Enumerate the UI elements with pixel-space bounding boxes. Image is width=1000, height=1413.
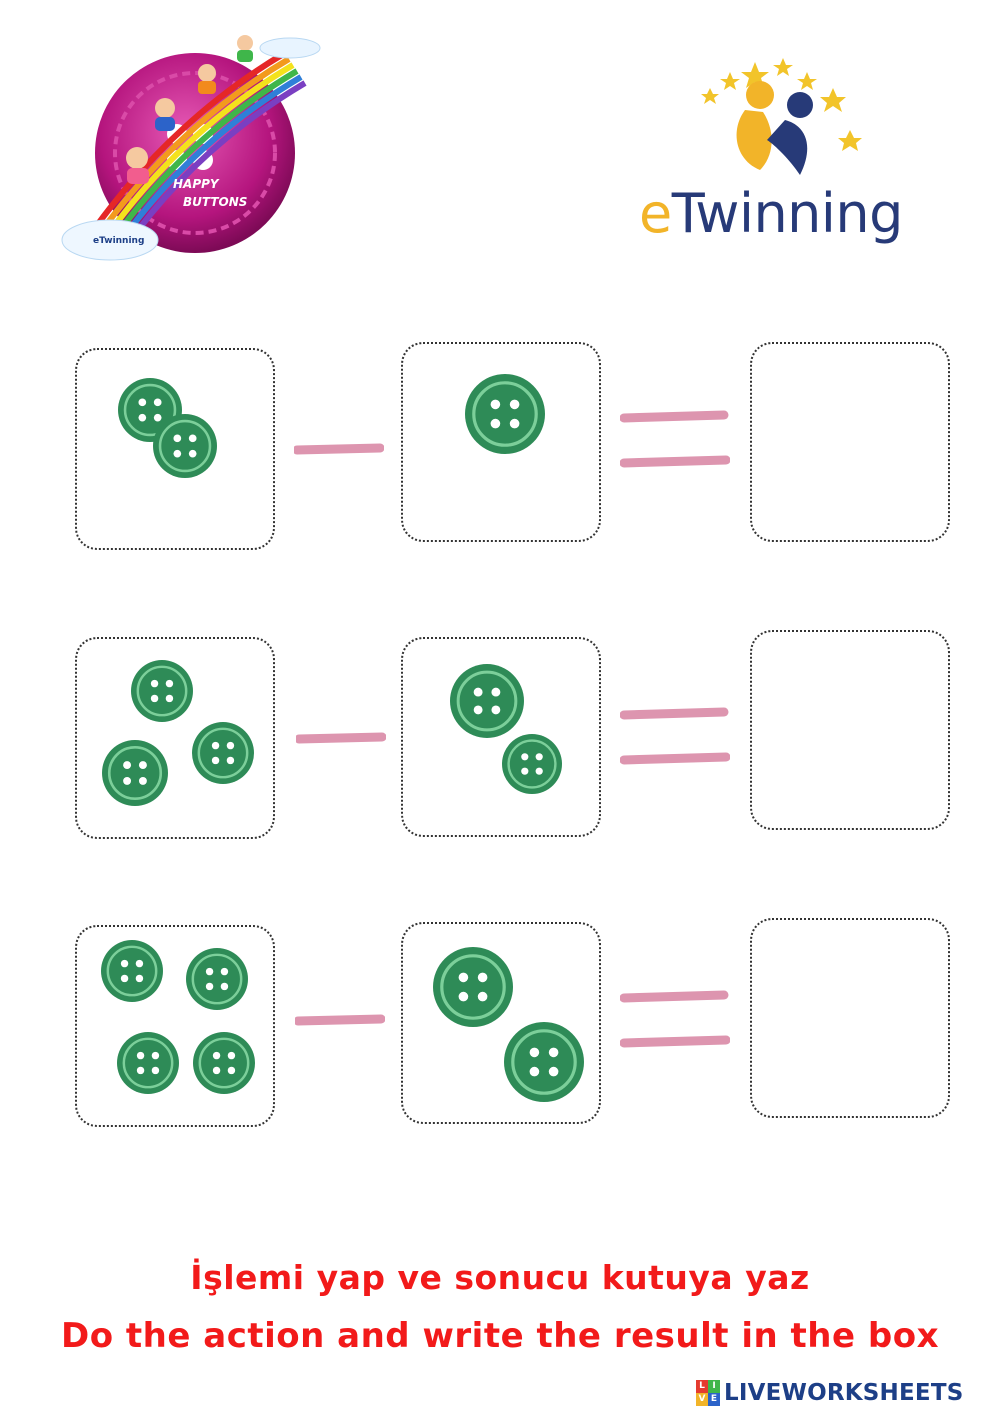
green-button-icon xyxy=(433,947,513,1027)
green-button-icon xyxy=(450,664,524,738)
instruction-turkish: İşlemi yap ve sonucu kutuya yaz xyxy=(190,1258,810,1297)
green-button-icon xyxy=(101,940,163,1002)
liveworksheets-text: LIVEWORKSHEETS xyxy=(724,1380,964,1406)
minus-sign-3 xyxy=(295,1014,385,1026)
answer-box-3[interactable] xyxy=(750,918,950,1118)
green-button-icon xyxy=(117,1032,179,1094)
subtrahend-box-1 xyxy=(401,342,601,542)
green-button-icon xyxy=(102,740,168,806)
subtrahend-box-3 xyxy=(401,922,601,1124)
green-button-icon xyxy=(192,722,254,784)
green-button-icon xyxy=(465,374,545,454)
answer-box-2[interactable] xyxy=(750,630,950,830)
subtrahend-box-2 xyxy=(401,637,601,837)
green-button-icon xyxy=(504,1022,584,1102)
minus-sign-2 xyxy=(296,732,386,744)
green-button-icon xyxy=(502,734,562,794)
minuend-box-1 xyxy=(75,348,275,550)
liveworksheets-brand: L I V E LIVEWORKSHEETS xyxy=(696,1378,963,1408)
equals-sign-3 xyxy=(620,990,730,1048)
green-button-icon xyxy=(186,948,248,1010)
happy-buttons-text-2: BUTTONS xyxy=(183,195,247,209)
happy-buttons-text-1: HAPPY xyxy=(173,177,220,191)
etwinning-logo: eTwinning xyxy=(635,50,935,255)
instruction-english: Do the action and write the result in th… xyxy=(60,1316,940,1356)
equals-sign-2 xyxy=(620,707,730,765)
green-button-icon xyxy=(131,660,193,722)
equals-sign-1 xyxy=(620,410,730,468)
minuend-box-2 xyxy=(75,637,275,839)
answer-box-1[interactable] xyxy=(750,342,950,542)
etwinning-wordmark: eTwinning xyxy=(639,182,903,245)
liveworksheets-logo-icon: L I V E xyxy=(696,1380,720,1406)
minus-sign-1 xyxy=(294,443,384,455)
green-button-icon xyxy=(193,1032,255,1094)
happy-buttons-badge: eTwinning xyxy=(93,236,144,246)
happy-buttons-logo: HAPPY BUTTONS eTwinning xyxy=(55,28,325,273)
green-button-icon xyxy=(153,414,217,478)
minuend-box-3 xyxy=(75,925,275,1127)
